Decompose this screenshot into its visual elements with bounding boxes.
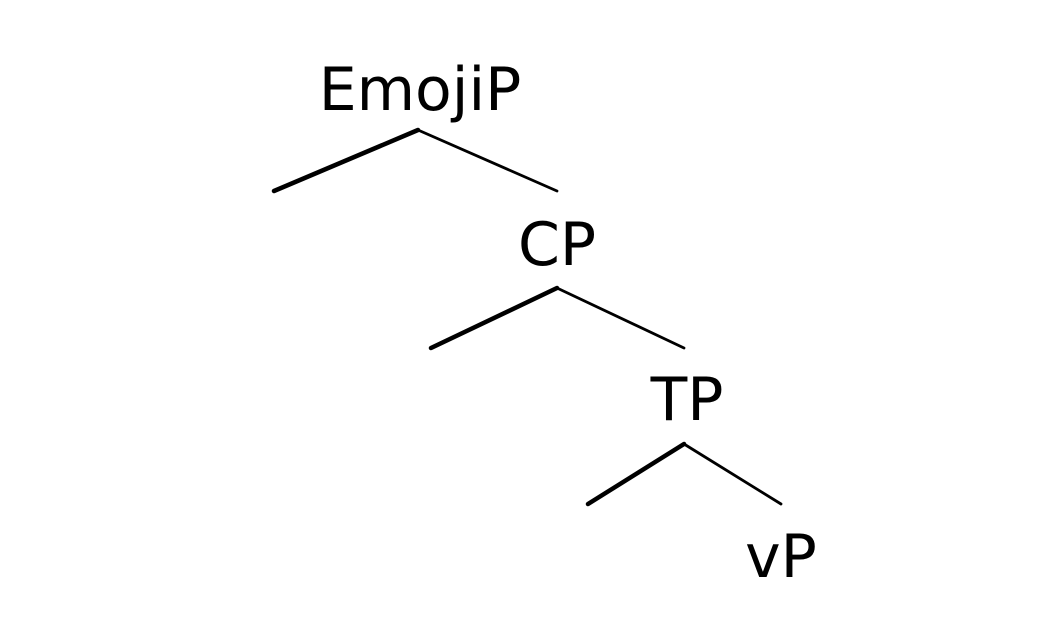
tree-branches bbox=[271, 127, 783, 507]
branch-emojip-right bbox=[416, 128, 559, 193]
branch-cp-left bbox=[428, 285, 560, 351]
branch-tp-right bbox=[682, 442, 783, 506]
branch-tp-left bbox=[585, 441, 687, 507]
node-emojip: EmojiP bbox=[319, 55, 522, 125]
node-vp: vP bbox=[745, 522, 817, 592]
tree-nodes: EmojiP CP TP vP bbox=[319, 55, 817, 592]
node-tp: TP bbox=[650, 365, 724, 435]
branch-emojip-left bbox=[271, 127, 421, 194]
node-cp: CP bbox=[518, 210, 596, 280]
branch-cp-right bbox=[555, 286, 686, 350]
